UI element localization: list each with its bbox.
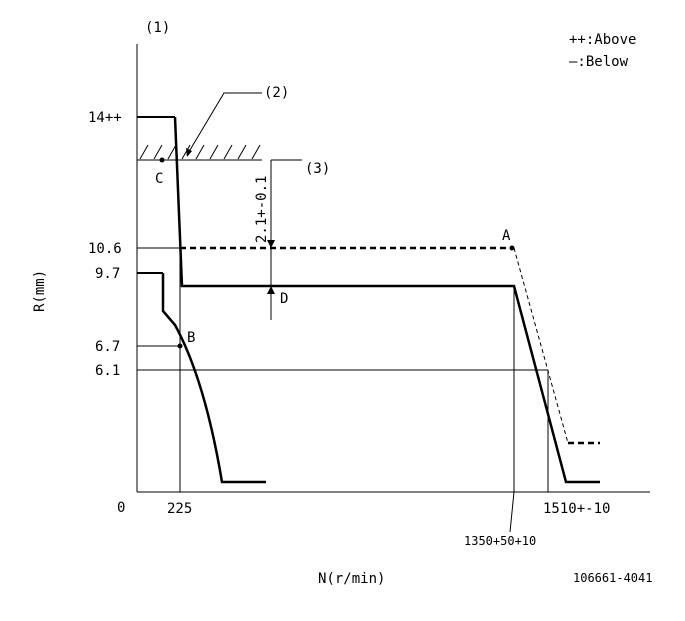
dim-arrow-up <box>267 286 275 294</box>
x-tick-225: 225 <box>167 501 192 517</box>
y-tick-9-7: 9.7 <box>95 266 120 282</box>
leader-2 <box>186 92 262 156</box>
point-b-dot <box>177 343 183 349</box>
point-d-label: D <box>280 291 288 307</box>
leader-1350 <box>509 491 515 533</box>
callout-3: (3) <box>305 161 330 177</box>
callout-2: (2) <box>264 85 289 101</box>
dashed-slope <box>513 247 569 444</box>
point-a-label: A <box>502 228 511 244</box>
idle-curve <box>161 273 266 484</box>
leader-2-arrow <box>186 148 192 157</box>
point-a-dot <box>509 245 515 251</box>
x-tick-1510: 1510+-10 <box>543 501 610 517</box>
x-tick-1350: 1350+50+10 <box>464 534 536 548</box>
dimension-label: 2.1+-0.1 <box>254 176 270 243</box>
y-tick-10-6: 10.6 <box>88 241 122 257</box>
y-tick-6-1: 6.1 <box>95 363 120 379</box>
full-load-curve <box>173 116 600 484</box>
y-axis-label: R(mm) <box>32 270 48 312</box>
point-c-label: C <box>155 171 163 187</box>
legend-above: ++:Above <box>569 32 636 48</box>
dim-arrow-down <box>267 240 275 248</box>
point-c-dot <box>159 157 165 163</box>
y-tick-6-7: 6.7 <box>95 339 120 355</box>
y-tick-14: 14++ <box>88 110 122 126</box>
stop-hatch <box>137 144 262 161</box>
point-b-label: B <box>187 330 195 346</box>
x-axis-label: N(r/min) <box>318 571 385 587</box>
origin-label: 0 <box>117 500 125 516</box>
legend-below: —:Below <box>569 54 629 70</box>
drawing-number: 106661-4041 <box>573 571 652 585</box>
callout-1: (1) <box>145 20 170 36</box>
